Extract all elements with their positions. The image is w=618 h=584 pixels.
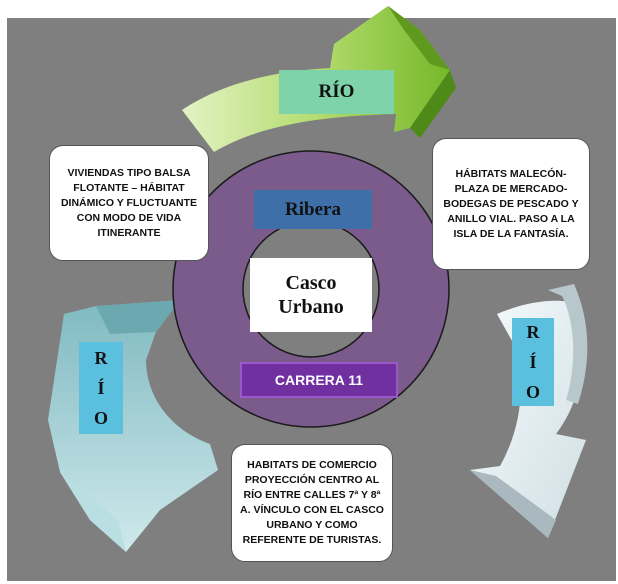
rio-right-letter-2: Í: [529, 352, 537, 372]
casco-urbano-label: Casco Urbano: [250, 258, 372, 332]
rio-left-label: R Í O: [79, 342, 123, 434]
casco-line-1: Casco: [285, 272, 337, 294]
callout-top-right: HÁBITATS MALECÓN-PLAZA DE MERCADO-BODEGA…: [432, 138, 590, 270]
ribera-label: Ribera: [254, 190, 372, 229]
rio-left-letter-2: Í: [97, 378, 105, 398]
rio-top-label: RÍO: [279, 70, 394, 114]
rio-left-letter-3: O: [93, 408, 108, 428]
rio-right-letter-3: O: [525, 382, 540, 402]
rio-right-letter-1: R: [526, 322, 540, 342]
rio-left-letter-1: R: [94, 348, 108, 368]
rio-right-label: R Í O: [512, 318, 554, 406]
carrera-11-label: CARRERA 11: [240, 362, 398, 398]
callout-top-left: VIVIENDAS TIPO BALSA FLOTANTE – HÁBITAT …: [49, 145, 209, 261]
casco-line-2: Urbano: [278, 296, 344, 318]
callout-bottom: HABITATS DE COMERCIO PROYECCIÓN CENTRO A…: [231, 444, 393, 562]
right-arrow: [470, 284, 588, 538]
